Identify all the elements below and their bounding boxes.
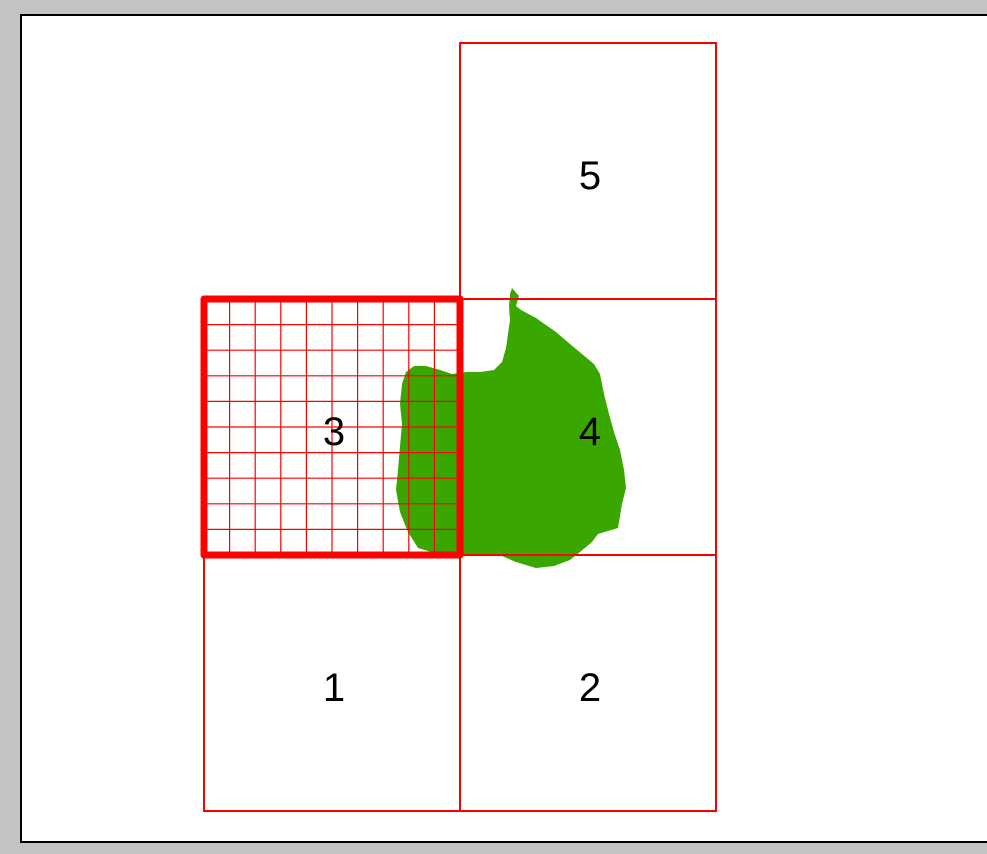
tile-3-label: 3 (323, 410, 345, 454)
tile-5-label: 5 (579, 154, 601, 198)
tile-2-label: 2 (579, 666, 601, 710)
tile-1-label: 1 (323, 666, 345, 710)
tile-4-label: 4 (579, 410, 601, 454)
